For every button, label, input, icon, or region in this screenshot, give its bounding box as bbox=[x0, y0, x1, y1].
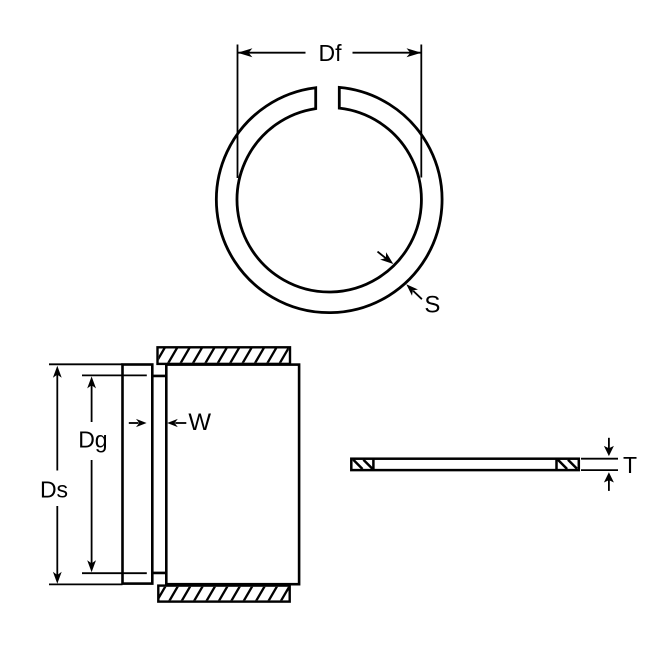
svg-text:Ds: Ds bbox=[40, 476, 68, 502]
svg-text:Dg: Dg bbox=[78, 426, 107, 452]
svg-text:T: T bbox=[623, 452, 637, 478]
svg-text:S: S bbox=[424, 292, 440, 319]
svg-text:W: W bbox=[188, 409, 211, 436]
svg-text:Df: Df bbox=[319, 40, 343, 66]
